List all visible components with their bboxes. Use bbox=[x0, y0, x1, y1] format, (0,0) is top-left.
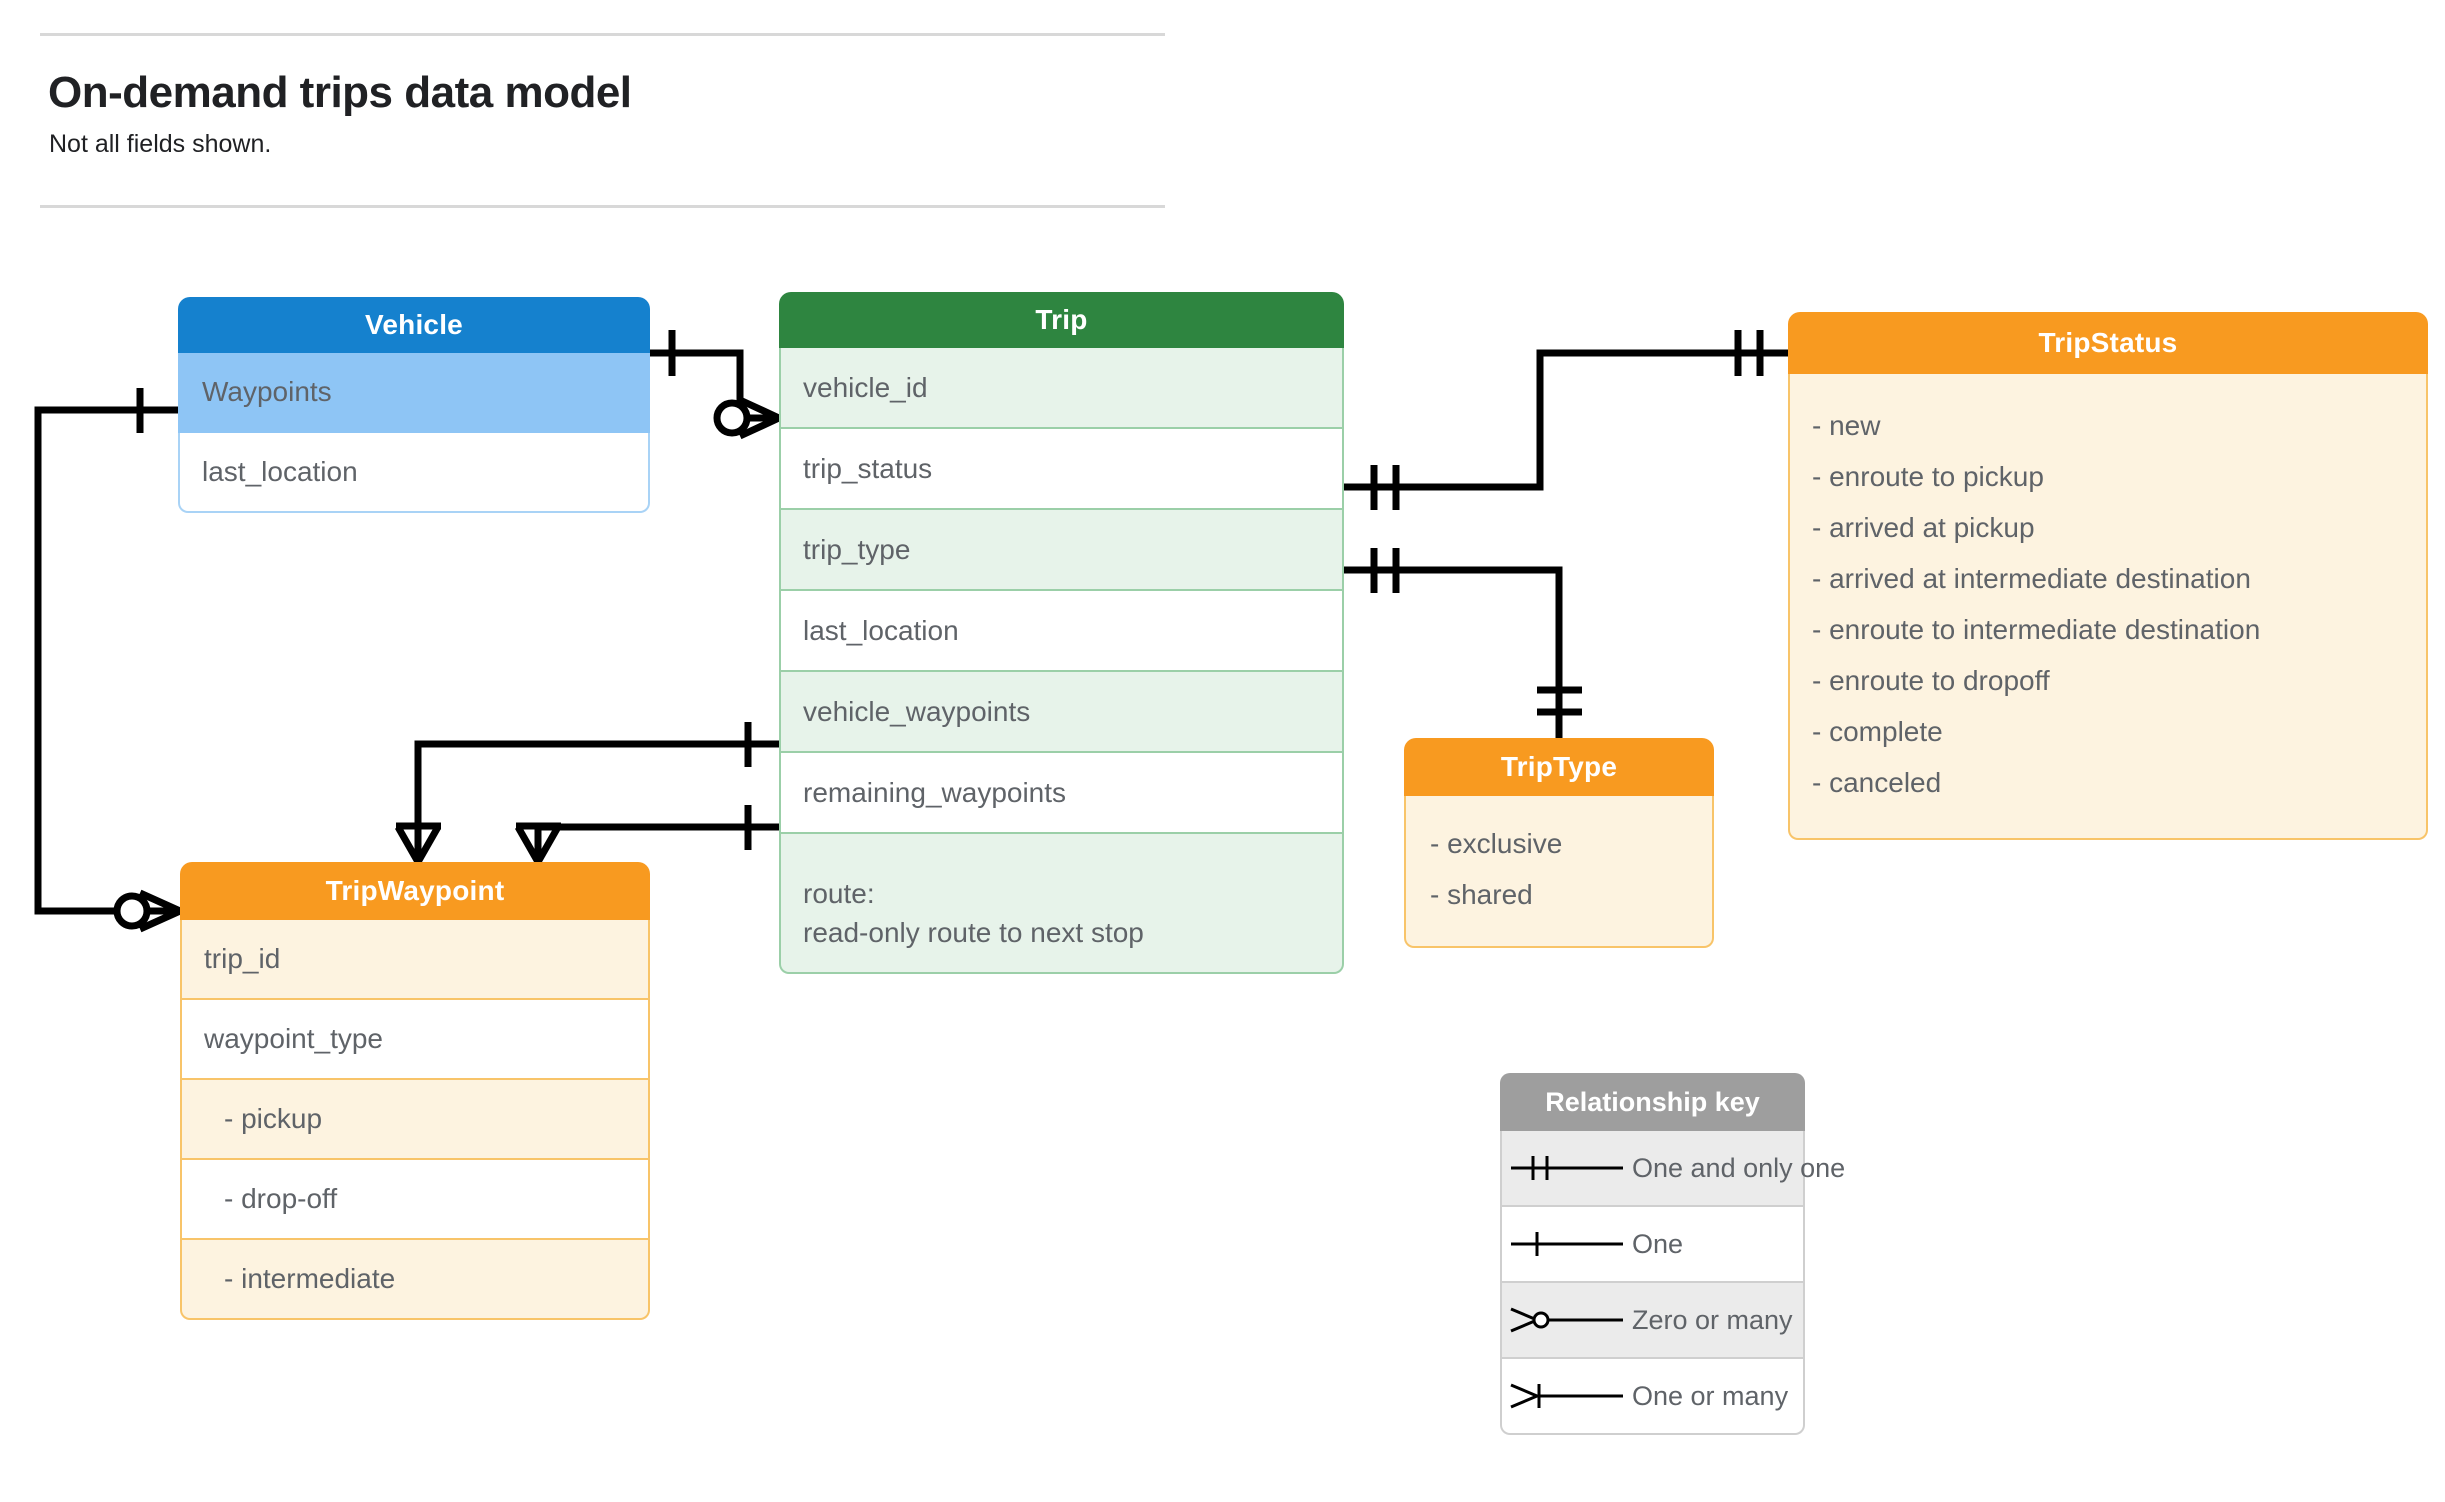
triptype-value: - exclusive bbox=[1430, 828, 1563, 859]
field-trip-route-description: read-only route to next stop bbox=[803, 917, 1144, 948]
entity-trip[interactable]: Trip vehicle_id trip_status trip_type la… bbox=[779, 292, 1344, 974]
entity-tripstatus-title: TripStatus bbox=[1788, 312, 2428, 374]
field-tripwaypoint-waypoint-type[interactable]: waypoint_type bbox=[180, 1000, 650, 1080]
relationship-key: Relationship key One and only one bbox=[1500, 1073, 1845, 1435]
entity-trip-fields: vehicle_id trip_status trip_type last_lo… bbox=[779, 348, 1344, 974]
entity-triptype-values: - exclusive - shared bbox=[1404, 796, 1714, 948]
field-trip-trip-status[interactable]: trip_status bbox=[779, 429, 1344, 510]
entity-tripwaypoint-fields: trip_id waypoint_type - pickup - drop-of… bbox=[180, 920, 650, 1320]
entity-tripwaypoint-title: TripWaypoint bbox=[180, 862, 650, 920]
tripstatus-value: - enroute to dropoff bbox=[1812, 665, 2050, 696]
relationship-key-title: Relationship key bbox=[1500, 1073, 1805, 1131]
tripstatus-value: - new bbox=[1812, 410, 1881, 441]
tripstatus-value: - arrived at pickup bbox=[1812, 512, 2035, 543]
triptype-value: - shared bbox=[1430, 879, 1533, 910]
key-label: One bbox=[1632, 1228, 1684, 1259]
entity-triptype-title: TripType bbox=[1404, 738, 1714, 796]
field-trip-route-label: route: bbox=[803, 878, 875, 910]
key-row-one-or-many: One or many bbox=[1500, 1359, 1805, 1435]
entity-vehicle-fields: Waypoints last_location bbox=[178, 353, 650, 513]
one-icon bbox=[1502, 1224, 1632, 1264]
page-title: On-demand trips data model bbox=[48, 68, 632, 117]
entity-vehicle-title: Vehicle bbox=[178, 297, 650, 353]
field-vehicle-waypoints[interactable]: Waypoints bbox=[178, 353, 650, 433]
field-tripwaypoint-trip-id[interactable]: trip_id bbox=[180, 920, 650, 1000]
entity-vehicle[interactable]: Vehicle Waypoints last_location bbox=[178, 297, 650, 513]
header-rule-bottom bbox=[40, 205, 1165, 208]
field-trip-remaining-waypoints[interactable]: remaining_waypoints bbox=[779, 753, 1344, 834]
field-trip-last-location[interactable]: last_location bbox=[779, 591, 1344, 672]
key-row-one: One bbox=[1500, 1207, 1805, 1283]
tripstatus-value: - enroute to intermediate destination bbox=[1812, 614, 2261, 645]
tripstatus-value: - arrived at intermediate destination bbox=[1812, 563, 2251, 594]
one-and-only-one-icon bbox=[1502, 1148, 1632, 1188]
field-trip-vehicle-waypoints[interactable]: vehicle_waypoints bbox=[779, 672, 1344, 753]
key-row-zero-or-many: Zero or many bbox=[1500, 1283, 1805, 1359]
key-label: One and only one bbox=[1632, 1152, 1846, 1183]
entity-tripstatus[interactable]: TripStatus - new - enroute to pickup - a… bbox=[1788, 312, 2428, 840]
one-or-many-icon bbox=[1502, 1376, 1632, 1416]
entity-tripwaypoint[interactable]: TripWaypoint trip_id waypoint_type - pic… bbox=[180, 862, 650, 1320]
field-tripwaypoint-intermediate[interactable]: - intermediate bbox=[180, 1240, 650, 1320]
field-trip-trip-type[interactable]: trip_type bbox=[779, 510, 1344, 591]
tripstatus-value: - enroute to pickup bbox=[1812, 461, 2044, 492]
field-vehicle-last-location[interactable]: last_location bbox=[178, 433, 650, 513]
page-subtitle: Not all fields shown. bbox=[49, 130, 272, 158]
entity-tripstatus-values: - new - enroute to pickup - arrived at p… bbox=[1788, 374, 2428, 840]
field-tripwaypoint-pickup[interactable]: - pickup bbox=[180, 1080, 650, 1160]
header-rule-top bbox=[40, 33, 1165, 36]
tripstatus-value: - complete bbox=[1812, 716, 1943, 747]
field-tripwaypoint-dropoff[interactable]: - drop-off bbox=[180, 1160, 650, 1240]
entity-trip-title: Trip bbox=[779, 292, 1344, 348]
tripstatus-value: - canceled bbox=[1812, 767, 1942, 798]
key-row-one-and-only-one: One and only one bbox=[1500, 1131, 1845, 1207]
key-label: One or many bbox=[1632, 1380, 1789, 1411]
zero-or-many-icon bbox=[1502, 1300, 1632, 1340]
field-trip-route[interactable]: route: read-only route to next stop bbox=[779, 834, 1344, 974]
entity-triptype[interactable]: TripType - exclusive - shared bbox=[1404, 738, 1714, 948]
field-trip-vehicle-id[interactable]: vehicle_id bbox=[779, 348, 1344, 429]
key-label: Zero or many bbox=[1632, 1304, 1793, 1335]
